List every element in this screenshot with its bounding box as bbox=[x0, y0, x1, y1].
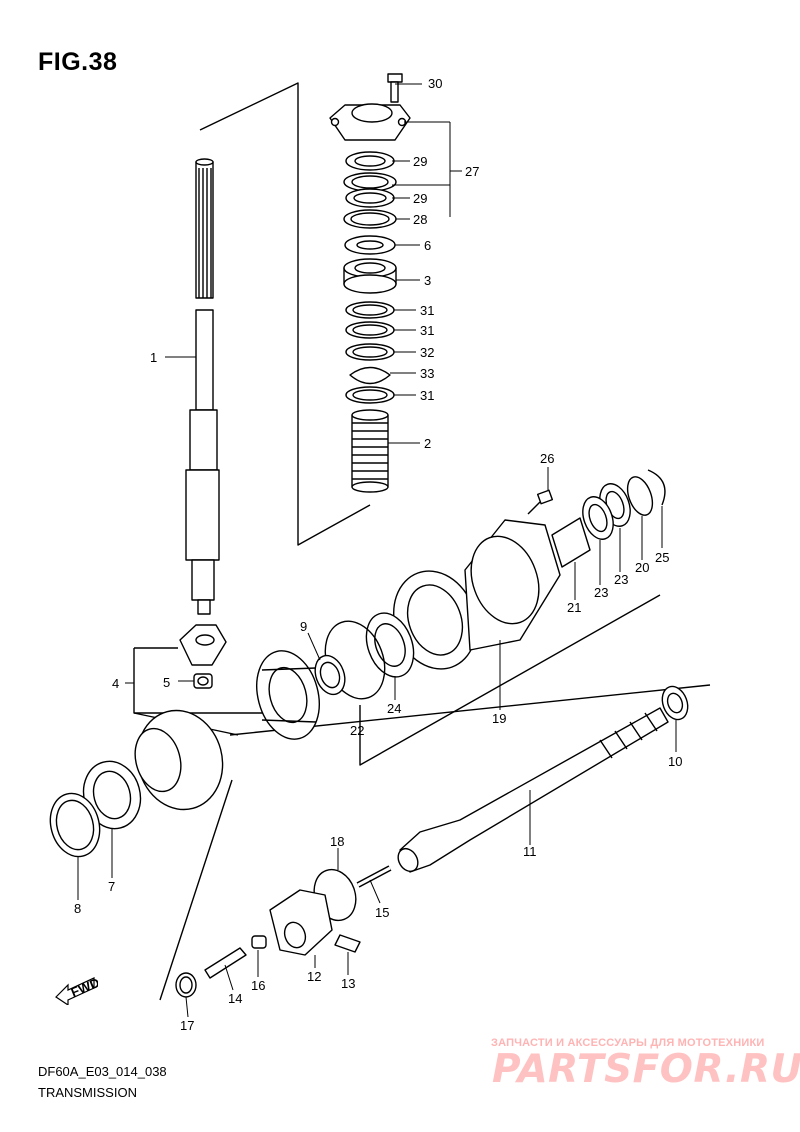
callout-11: 11 bbox=[523, 844, 537, 859]
leader-lines bbox=[77, 83, 677, 1018]
pinion-gear bbox=[179, 624, 227, 666]
nut-5 bbox=[193, 673, 213, 689]
bearing-housing bbox=[329, 103, 411, 141]
stack-rings bbox=[343, 151, 397, 404]
seals-23 bbox=[582, 483, 631, 540]
callout-12: 12 bbox=[307, 969, 321, 984]
callout-18: 18 bbox=[330, 834, 344, 849]
callout-23a: 23 bbox=[594, 585, 608, 600]
callout-14: 14 bbox=[228, 991, 242, 1006]
clips-20-25 bbox=[626, 469, 666, 516]
spring-15 bbox=[356, 865, 392, 888]
callout-13: 13 bbox=[341, 976, 355, 991]
callout-21: 21 bbox=[567, 600, 581, 615]
assembly-bracket-lines bbox=[133, 82, 711, 1001]
propeller-shaft bbox=[397, 707, 669, 873]
callout-19: 19 bbox=[492, 711, 506, 726]
reverse-gear bbox=[134, 709, 224, 811]
callout-17: 17 bbox=[180, 1018, 194, 1033]
shim-8 bbox=[49, 792, 101, 858]
callout-28: 28 bbox=[413, 212, 427, 227]
callout-31a: 31 bbox=[420, 303, 434, 318]
callout-20: 20 bbox=[635, 560, 649, 575]
bearing-7 bbox=[82, 760, 142, 830]
forward-arrow-icon bbox=[55, 977, 95, 1007]
needle-bearing-21 bbox=[551, 517, 591, 568]
shim-spring-2 bbox=[351, 409, 389, 493]
callout-32: 32 bbox=[420, 345, 434, 360]
callout-7: 7 bbox=[108, 879, 115, 894]
callout-24: 24 bbox=[387, 701, 401, 716]
bolt-26 bbox=[527, 489, 554, 515]
bolt-30 bbox=[387, 73, 403, 103]
callout-5: 5 bbox=[163, 675, 170, 690]
callout-2: 2 bbox=[424, 436, 431, 451]
callout-4: 4 bbox=[112, 676, 119, 691]
callout-15: 15 bbox=[375, 905, 389, 920]
watermark-logo: PARTSFOR.RU bbox=[492, 1047, 800, 1092]
callout-9: 9 bbox=[300, 619, 307, 634]
callout-27: 27 bbox=[465, 164, 479, 179]
callout-31c: 31 bbox=[420, 388, 434, 403]
forward-direction-marker: FWD bbox=[54, 975, 102, 1010]
callout-23b: 23 bbox=[614, 572, 628, 587]
ring-17 bbox=[175, 972, 197, 998]
callout-6: 6 bbox=[424, 238, 431, 253]
callout-3: 3 bbox=[424, 273, 431, 288]
pin-13 bbox=[334, 934, 361, 953]
callout-26: 26 bbox=[540, 451, 554, 466]
bearing-holder-19 bbox=[393, 519, 561, 670]
push-rod-14 bbox=[204, 947, 247, 979]
drive-shaft bbox=[185, 158, 220, 615]
figure-code: DF60A_E03_014_038 bbox=[38, 1064, 167, 1079]
forward-gear bbox=[256, 650, 320, 740]
callout-30: 30 bbox=[428, 76, 442, 91]
pin-16 bbox=[251, 935, 267, 949]
figure-title: FIG.38 bbox=[38, 48, 118, 76]
callout-31b: 31 bbox=[420, 323, 434, 338]
callout-16: 16 bbox=[251, 978, 265, 993]
washer-10 bbox=[661, 685, 689, 721]
callout-25: 25 bbox=[655, 550, 669, 565]
callout-1: 1 bbox=[150, 350, 157, 365]
callout-labels: 30 29 27 29 28 6 3 31 31 32 33 31 2 1 4 … bbox=[74, 76, 682, 1033]
callout-29b: 29 bbox=[413, 191, 427, 206]
callout-22: 22 bbox=[350, 723, 364, 738]
clutch-dog bbox=[269, 889, 333, 956]
callout-10: 10 bbox=[668, 754, 682, 769]
callout-8: 8 bbox=[74, 901, 81, 916]
washer-9 bbox=[314, 654, 346, 696]
callout-33: 33 bbox=[420, 366, 434, 381]
forward-arrow-label: FWD bbox=[69, 975, 98, 1000]
callout-29a: 29 bbox=[413, 154, 427, 169]
watermark-subtitle: ЗАПЧАСТИ И АКСЕССУАРЫ ДЛЯ МОТОТЕХНИКИ bbox=[491, 1037, 765, 1049]
figure-caption: TRANSMISSION bbox=[38, 1085, 137, 1100]
